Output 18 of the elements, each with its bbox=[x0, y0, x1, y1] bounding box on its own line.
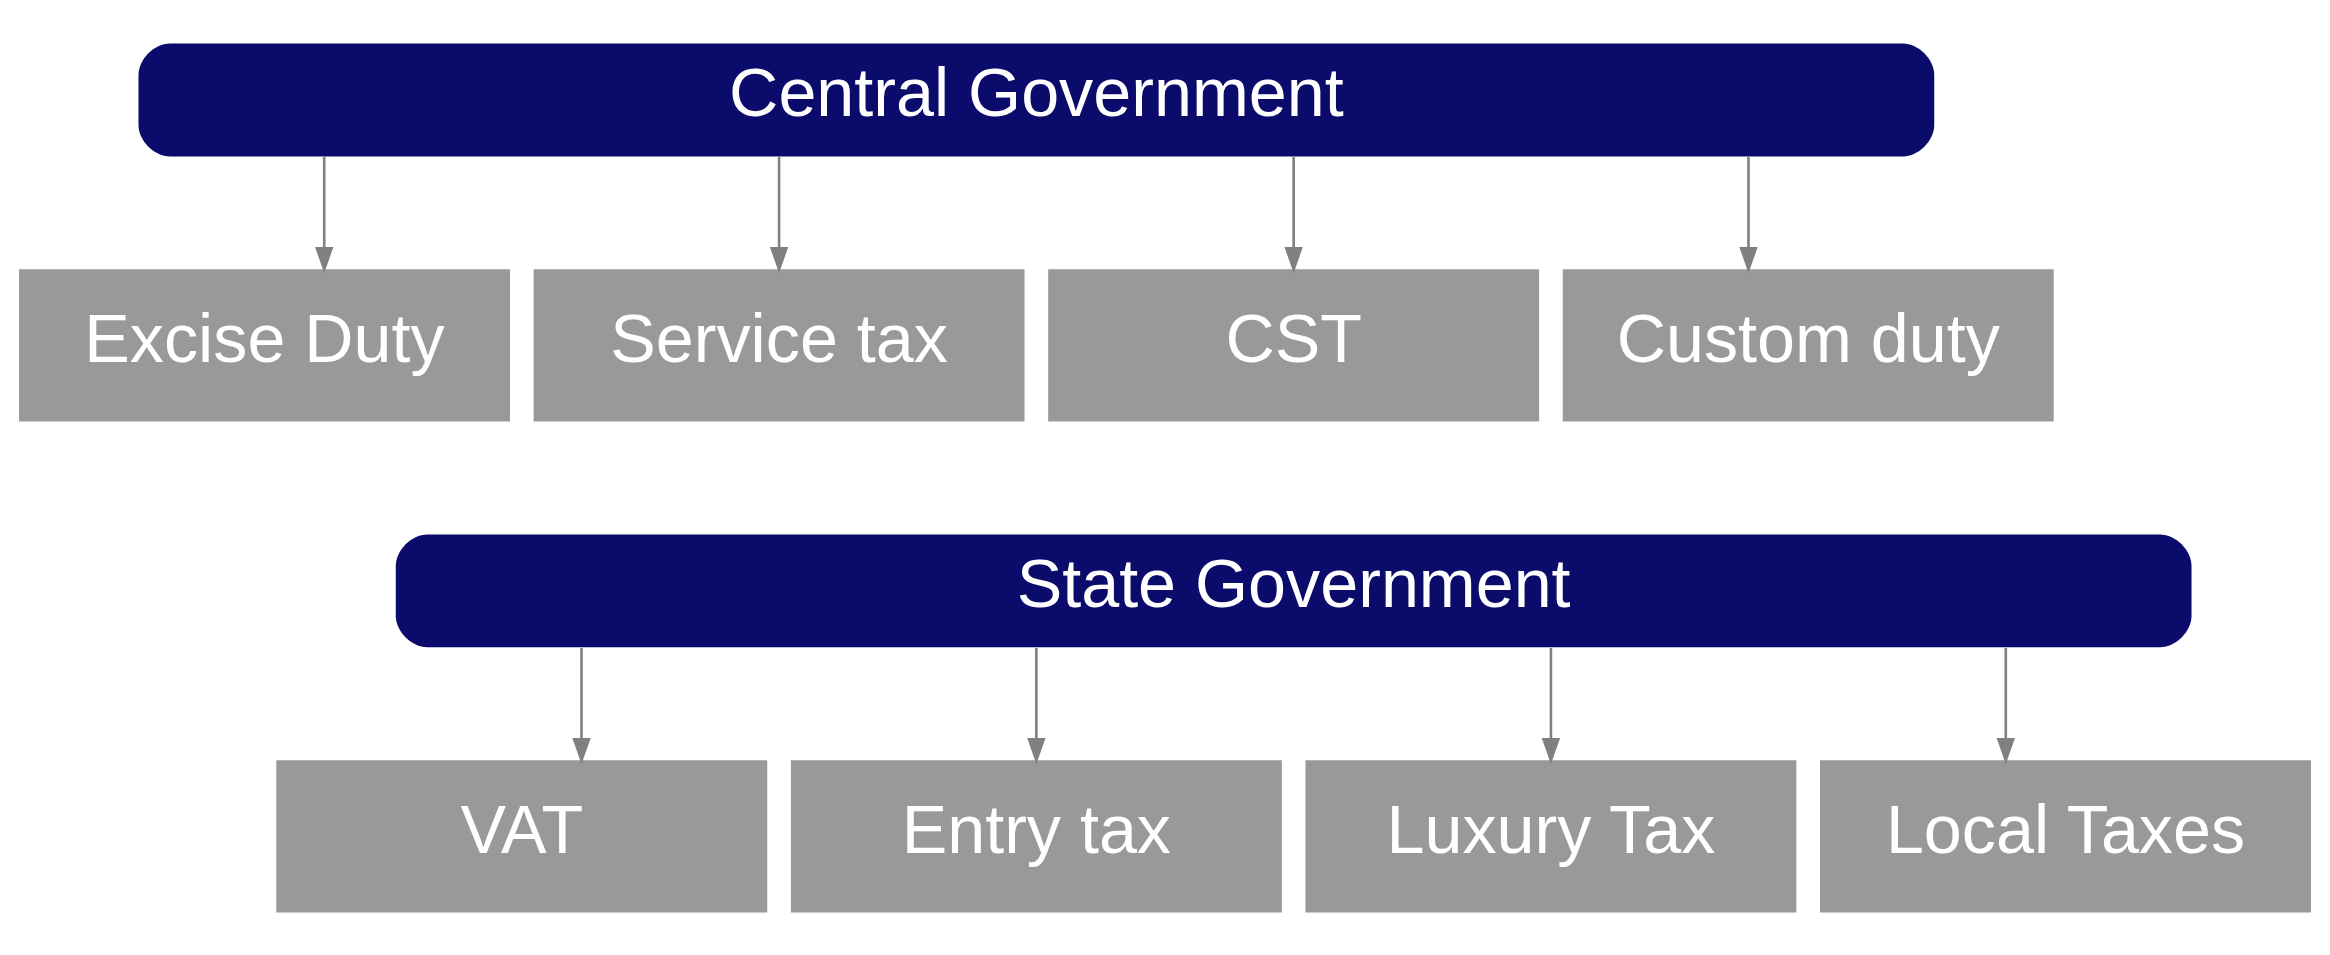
node-box: Entry tax bbox=[790, 759, 1282, 912]
node-box: State Government bbox=[395, 533, 2192, 647]
node-box: Local Taxes bbox=[1820, 759, 2311, 912]
node-box: VAT bbox=[276, 759, 768, 912]
arrow bbox=[1027, 647, 1046, 764]
arrow bbox=[315, 156, 334, 273]
node-box: CST bbox=[1048, 268, 1540, 422]
arrow bbox=[769, 156, 789, 273]
arrow bbox=[1996, 647, 2015, 764]
node-box: Luxury Tax bbox=[1305, 759, 1797, 912]
node-box: Excise Duty bbox=[19, 268, 510, 422]
arrow bbox=[1541, 647, 1561, 764]
node-box: Central Government bbox=[138, 43, 1935, 156]
arrow bbox=[1739, 156, 1758, 273]
node-box: Custom duty bbox=[1562, 268, 2054, 422]
node-box: Service tax bbox=[533, 268, 1025, 422]
arrow bbox=[1284, 156, 1303, 273]
arrow bbox=[572, 647, 591, 764]
